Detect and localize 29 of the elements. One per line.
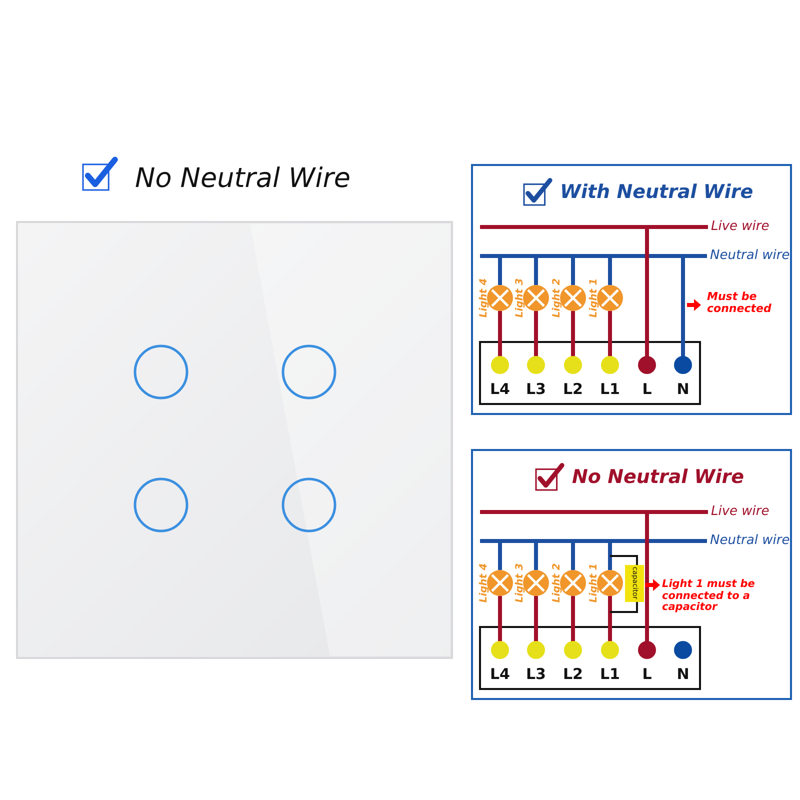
- terminal-label: L2: [563, 381, 583, 398]
- terminal-label: L1: [600, 666, 620, 682]
- terminal-label: L3: [526, 666, 546, 682]
- terminal-label: L4: [490, 381, 510, 398]
- lamp-label: Light 2: [552, 563, 562, 603]
- terminal-label: L4: [490, 666, 510, 682]
- wire-label: Neutral wire: [710, 249, 790, 264]
- lamp-label: Light 3: [514, 563, 526, 603]
- terminal-label: L1: [600, 381, 620, 398]
- wire-label: Live wire: [711, 505, 770, 520]
- terminal-label: L3: [526, 381, 546, 398]
- panel-heading: With Neutral Wire: [560, 182, 754, 203]
- terminal-label: L: [642, 381, 652, 398]
- terminal-label: L: [642, 666, 652, 682]
- wire-label: Live wire: [711, 220, 770, 234]
- lamp-label: Light 2: [552, 278, 562, 318]
- heading: No Neutral Wire: [135, 164, 350, 194]
- note: Light 1 must be connected to a capacitor: [662, 579, 756, 614]
- lamp-label: Light 1: [588, 278, 600, 318]
- wire-label: Neutral wire: [710, 534, 790, 548]
- panel-heading: No Neutral Wire: [572, 467, 744, 488]
- terminal-label: N: [676, 381, 690, 398]
- lamp-label: Light 4: [478, 278, 490, 318]
- lamp-label: Light 3: [514, 278, 526, 318]
- note: Must be connected: [707, 291, 772, 316]
- terminal-label: L2: [563, 666, 583, 682]
- terminal-label: N: [676, 666, 690, 682]
- lamp-label: Light 1: [588, 563, 600, 603]
- lamp-label: Light 4: [478, 563, 490, 603]
